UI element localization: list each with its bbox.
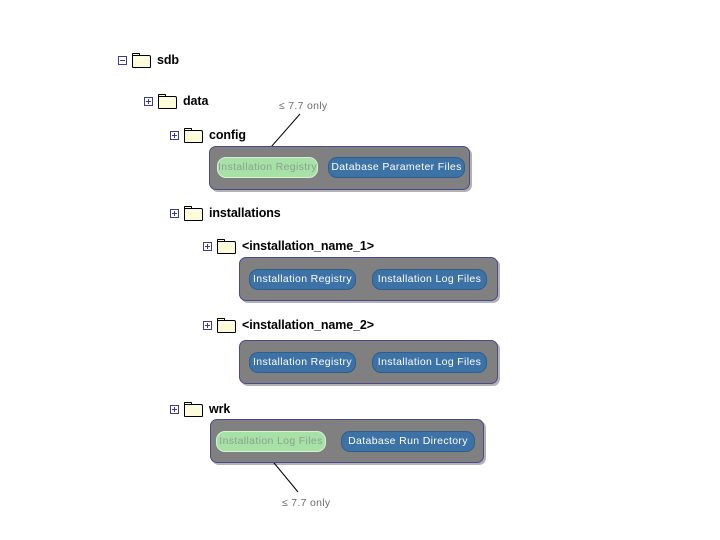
folder-icon (132, 52, 151, 68)
folder-icon (184, 127, 203, 143)
pill-config-database-parameter-files[interactable]: Database Parameter Files (328, 157, 465, 178)
tree-node-wrk[interactable]: wrk (170, 400, 230, 418)
expand-plus-icon[interactable] (203, 241, 212, 251)
folder-icon (217, 317, 236, 333)
expand-plus-icon[interactable] (170, 404, 179, 414)
pill-label: Installation Registry (253, 356, 352, 368)
annotation-label-annotation-bottom: ≤ 7.7 only (282, 497, 331, 509)
tree-node-label: config (209, 128, 246, 142)
tree-node-label: wrk (209, 402, 231, 416)
pill-label: Installation Log Files (377, 273, 482, 285)
tree-node-label: installations (209, 206, 281, 220)
folder-icon (184, 205, 203, 221)
collapse-minus-icon[interactable] (118, 55, 127, 65)
tree-node-installation_name_1[interactable]: <installation_name_1> (203, 237, 374, 255)
folder-icon (158, 93, 177, 109)
folder-icon (184, 401, 203, 417)
pill-label: Database Parameter Files (331, 161, 462, 173)
tree-node-label: sdb (157, 53, 179, 67)
pill-inst1-installation-log-files[interactable]: Installation Log Files (372, 269, 487, 290)
pill-label: Installation Log Files (377, 356, 482, 368)
tree-node-config[interactable]: config (170, 126, 246, 144)
tree-node-label: <installation_name_1> (242, 239, 374, 253)
tree-node-installations[interactable]: installations (170, 204, 281, 222)
pill-inst2-installation-log-files[interactable]: Installation Log Files (372, 352, 487, 373)
tree-node-label: data (183, 94, 209, 108)
tree-node-label: <installation_name_2> (242, 318, 374, 332)
expand-plus-icon[interactable] (170, 130, 179, 140)
pill-inst1-installation-registry[interactable]: Installation Registry (249, 269, 356, 290)
pill-label: Database Run Directory (348, 435, 468, 447)
pill-inst2-installation-registry[interactable]: Installation Registry (249, 352, 356, 373)
annotation-label-annotation-top: ≤ 7.7 only (279, 100, 328, 112)
pill-label: Installation Registry (218, 161, 317, 173)
expand-plus-icon[interactable] (144, 96, 153, 106)
expand-plus-icon[interactable] (203, 320, 212, 330)
tree-node-sdb[interactable]: sdb (118, 51, 179, 69)
pill-label: Installation Registry (253, 273, 352, 285)
expand-plus-icon[interactable] (170, 208, 179, 218)
pill-label: Installation Log Files (219, 435, 323, 447)
pill-wrk-database-run-directory[interactable]: Database Run Directory (341, 431, 475, 452)
pill-config-installation-registry[interactable]: Installation Registry (217, 157, 318, 178)
pill-wrk-installation-log-files[interactable]: Installation Log Files (216, 431, 326, 452)
folder-icon (217, 238, 236, 254)
tree-node-installation_name_2[interactable]: <installation_name_2> (203, 316, 374, 334)
tree-node-data[interactable]: data (144, 92, 208, 110)
